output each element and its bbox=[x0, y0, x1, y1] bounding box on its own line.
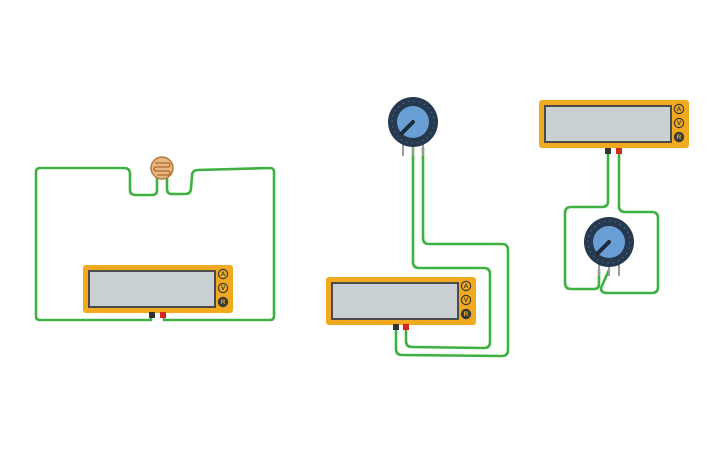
mode-button-a[interactable]: A bbox=[460, 280, 472, 292]
svg-text:V: V bbox=[464, 297, 469, 304]
mode-button-a[interactable]: A bbox=[217, 268, 229, 280]
probe-terminal-red[interactable] bbox=[616, 148, 622, 154]
circuit-pot-1: A V R bbox=[325, 95, 510, 358]
wire-pot1-middle[interactable] bbox=[404, 146, 492, 350]
probe-terminal-red[interactable] bbox=[160, 312, 166, 318]
svg-text:R: R bbox=[221, 299, 226, 306]
svg-text:A: A bbox=[677, 106, 682, 113]
wire-pot1-right[interactable] bbox=[394, 146, 510, 358]
wire-pot2-left[interactable] bbox=[563, 152, 610, 291]
multimeter-icon bbox=[82, 264, 234, 314]
potentiometer-1[interactable] bbox=[386, 95, 440, 158]
mode-button-a[interactable]: A bbox=[673, 103, 685, 115]
potentiometer-icon bbox=[386, 95, 440, 158]
svg-text:V: V bbox=[221, 285, 226, 292]
svg-text:A: A bbox=[221, 271, 226, 278]
photoresistor-1[interactable] bbox=[150, 156, 174, 180]
potentiometer-icon bbox=[582, 215, 636, 278]
mode-button-v[interactable]: V bbox=[673, 117, 685, 129]
circuit-pot-2: A V R bbox=[538, 99, 690, 295]
probe-terminal-black[interactable] bbox=[605, 148, 611, 154]
svg-text:R: R bbox=[464, 311, 469, 318]
probe-terminal-red[interactable] bbox=[403, 324, 409, 330]
svg-text:R: R bbox=[677, 134, 682, 141]
multimeter-1[interactable]: A V R bbox=[82, 264, 234, 318]
svg-text:A: A bbox=[464, 283, 469, 290]
probe-terminal-black[interactable] bbox=[149, 312, 155, 318]
mode-button-v[interactable]: V bbox=[217, 282, 229, 294]
circuit-ldr: A V R bbox=[34, 156, 276, 322]
multimeter-2[interactable]: A V R bbox=[325, 276, 477, 330]
wire-ldr-right[interactable] bbox=[162, 166, 276, 322]
svg-text:V: V bbox=[677, 120, 682, 127]
wire-pot2-right[interactable] bbox=[599, 152, 660, 295]
potentiometer-2[interactable] bbox=[582, 215, 636, 278]
wire-ldr-left[interactable] bbox=[34, 166, 159, 322]
probe-terminal-black[interactable] bbox=[393, 324, 399, 330]
multimeter-icon bbox=[325, 276, 477, 326]
mode-button-v[interactable]: V bbox=[460, 294, 472, 306]
mode-button-r[interactable]: R bbox=[460, 308, 472, 320]
multimeter-3[interactable]: A V R bbox=[538, 99, 690, 154]
multimeter-icon bbox=[538, 99, 690, 149]
mode-button-r[interactable]: R bbox=[673, 131, 685, 143]
mode-button-r[interactable]: R bbox=[217, 296, 229, 308]
